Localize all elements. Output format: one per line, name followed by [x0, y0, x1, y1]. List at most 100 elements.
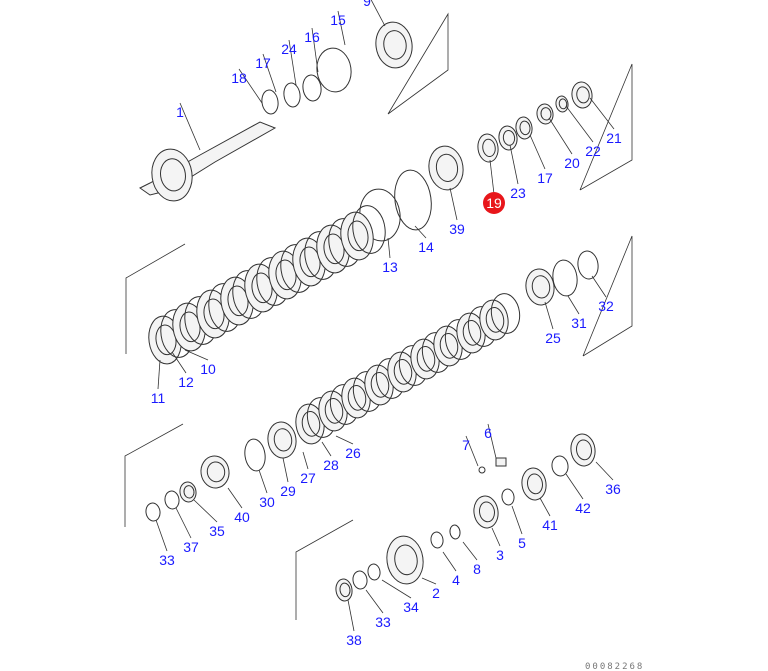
- callout-21[interactable]: 21: [606, 130, 622, 146]
- callout-14[interactable]: 14: [418, 239, 434, 255]
- callout-16[interactable]: 16: [304, 29, 320, 45]
- callout-3[interactable]: 3: [496, 547, 504, 563]
- leader-line: [337, 10, 346, 46]
- ring-42: [551, 455, 569, 477]
- leader-line: [567, 295, 580, 315]
- leader-line: [262, 53, 277, 93]
- callout-33[interactable]: 33: [159, 552, 175, 568]
- callout-17[interactable]: 17: [537, 170, 553, 186]
- callout-12[interactable]: 12: [178, 374, 194, 390]
- piston-25-bore: [531, 275, 551, 299]
- callout-41[interactable]: 41: [542, 517, 558, 533]
- callout-23[interactable]: 23: [510, 185, 526, 201]
- snap-ring: [394, 169, 432, 231]
- callout-15[interactable]: 15: [330, 12, 346, 28]
- callout-31[interactable]: 31: [571, 315, 587, 331]
- callout-27[interactable]: 27: [300, 470, 316, 486]
- leader-line: [442, 551, 457, 572]
- washer-7: [478, 466, 486, 474]
- callout-35[interactable]: 35: [209, 523, 225, 539]
- leader-line: [565, 473, 584, 500]
- callout-11[interactable]: 11: [151, 390, 166, 406]
- leader-line: [591, 275, 607, 298]
- ring-37: [164, 490, 180, 510]
- callout-10[interactable]: 10: [200, 361, 216, 377]
- clutch-disc-bore: [324, 398, 344, 424]
- callout-29[interactable]: 29: [280, 483, 296, 499]
- callout-33[interactable]: 33: [375, 614, 391, 630]
- shaft-hub-bore: [160, 158, 186, 192]
- clutch-disc-bore: [301, 411, 321, 437]
- undefined-bore: [519, 120, 531, 136]
- callout-6[interactable]: 6: [484, 425, 492, 441]
- callout-42[interactable]: 42: [575, 500, 591, 516]
- callout-1[interactable]: 1: [176, 104, 184, 120]
- callout-2[interactable]: 2: [432, 585, 440, 601]
- leader-line: [157, 359, 161, 390]
- callout-20[interactable]: 20: [564, 155, 580, 171]
- ring-33: [145, 502, 161, 522]
- ring-34: [367, 563, 381, 581]
- bearing-35-bore: [183, 485, 195, 499]
- leader-line: [311, 27, 319, 73]
- clutch-disc-bore: [393, 359, 413, 385]
- callout-37[interactable]: 37: [183, 539, 199, 555]
- snap-30: [244, 438, 266, 472]
- seal-31: [552, 259, 578, 297]
- leader-line: [511, 505, 523, 535]
- callout-28[interactable]: 28: [323, 457, 339, 473]
- leader-line: [171, 351, 187, 374]
- callout-22[interactable]: 22: [585, 143, 601, 159]
- ring-part: [302, 74, 322, 102]
- ring-33b: [352, 570, 368, 590]
- callout-9[interactable]: 9: [363, 0, 371, 9]
- callout-8[interactable]: 8: [473, 561, 481, 577]
- ring-part-bore: [383, 30, 407, 60]
- callout-34[interactable]: 34: [403, 599, 419, 615]
- ring-part-bore: [576, 86, 590, 104]
- callout-7[interactable]: 7: [462, 437, 470, 453]
- housing-2: [386, 535, 424, 585]
- callout-26[interactable]: 26: [345, 445, 361, 461]
- leader-line: [491, 527, 501, 547]
- bolt-6: [495, 457, 507, 467]
- callout-38[interactable]: 38: [346, 632, 362, 648]
- leader-line: [381, 579, 412, 599]
- leader-line: [449, 187, 458, 221]
- clutch-disc: [352, 205, 386, 254]
- callout-5[interactable]: 5: [518, 535, 526, 551]
- callout-25[interactable]: 25: [545, 330, 561, 346]
- clutch-disc: [490, 293, 521, 334]
- highlight-marker: [483, 192, 505, 214]
- callout-19[interactable]: 19: [486, 195, 502, 211]
- callout-40[interactable]: 40: [234, 509, 250, 525]
- group-frame-line: [295, 519, 354, 620]
- callout-4[interactable]: 4: [452, 572, 460, 588]
- callout-18[interactable]: 18: [231, 70, 247, 86]
- leader-line: [238, 68, 263, 104]
- ring-part: [375, 21, 413, 69]
- ring-part: [316, 47, 352, 93]
- leader-line: [544, 301, 554, 330]
- callout-32[interactable]: 32: [598, 298, 614, 314]
- callout-39[interactable]: 39: [449, 221, 465, 237]
- undefined-bore: [540, 107, 552, 121]
- undefined-bore: [558, 98, 568, 110]
- leader-line: [462, 541, 478, 561]
- callout-17[interactable]: 17: [255, 55, 271, 71]
- clutch-disc-bore: [347, 385, 367, 411]
- group-frame-line: [124, 423, 184, 527]
- ring-part: [428, 145, 464, 191]
- leader-line: [589, 97, 615, 130]
- leader-line: [175, 507, 192, 539]
- callout-24[interactable]: 24: [281, 41, 297, 57]
- housing-2-bore: [394, 544, 418, 576]
- callout-36[interactable]: 36: [605, 481, 621, 497]
- ring-part-bore: [435, 153, 459, 182]
- callout-30[interactable]: 30: [259, 494, 275, 510]
- callout-13[interactable]: 13: [382, 259, 398, 275]
- leader-line: [282, 457, 289, 483]
- ring-part: [283, 82, 301, 108]
